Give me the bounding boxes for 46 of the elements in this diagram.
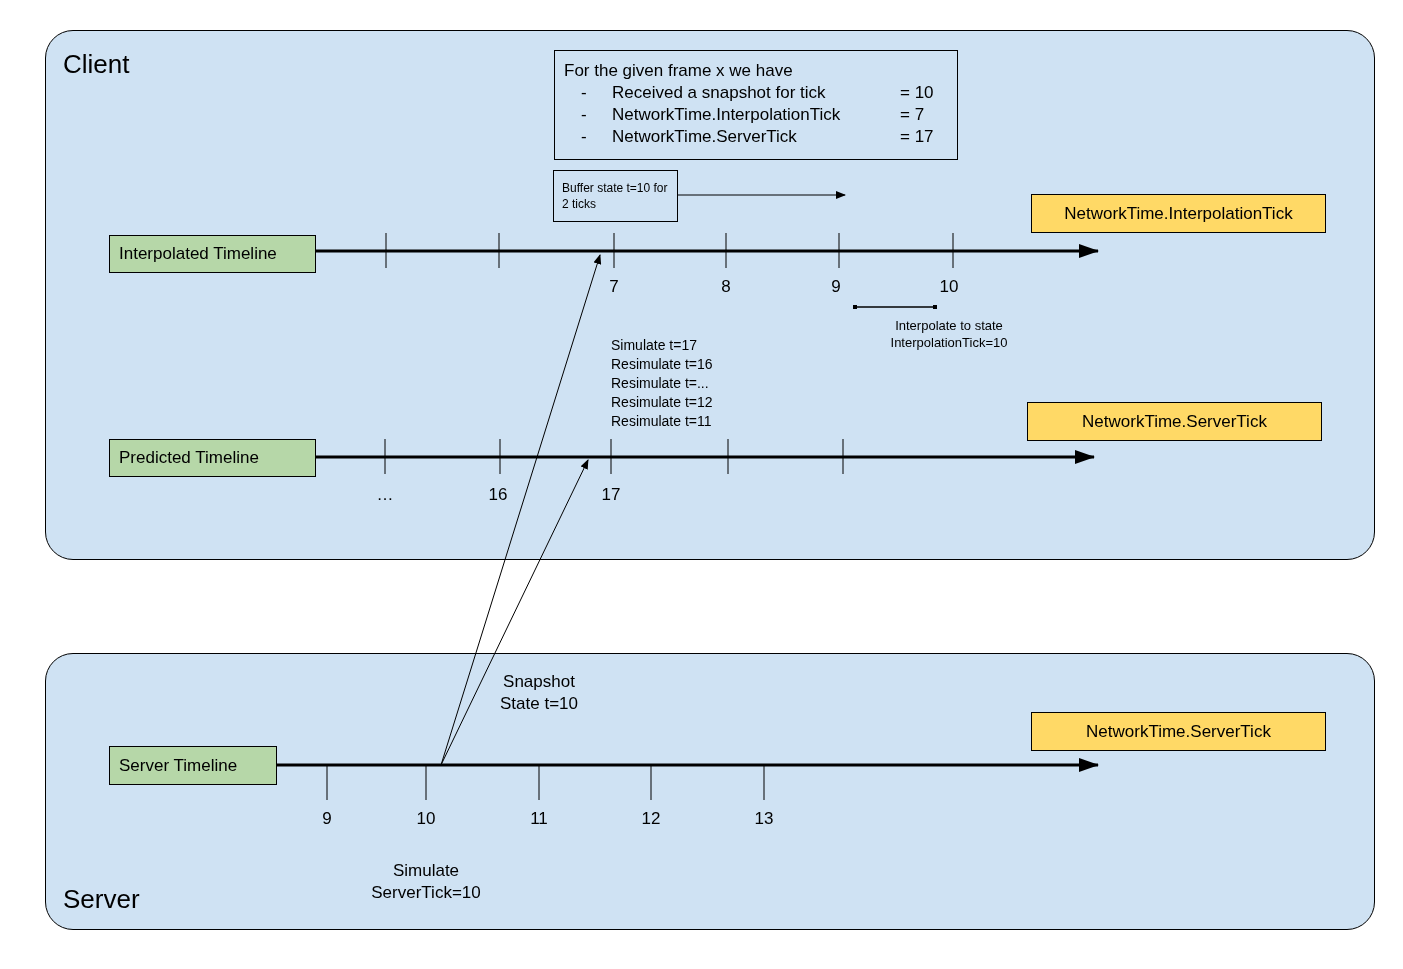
timeline-arrow [315, 244, 1099, 258]
tick-number: 11 [530, 808, 548, 830]
tick-number: 13 [754, 808, 774, 830]
note-text: Received a snapshot for tick [612, 83, 826, 103]
note-box: Buffer state t=10 for 2 ticks [553, 170, 678, 222]
timeline-label: Server Timeline [109, 746, 277, 785]
note-text: - [581, 83, 587, 103]
group-panel [45, 653, 1375, 930]
note-text: - [581, 127, 587, 147]
annotation-text: Simulate t=17 [611, 336, 697, 355]
tick-number: … [376, 484, 394, 506]
tick-number: 10 [939, 276, 959, 298]
annotation-text: Snapshot State t=10 [499, 671, 579, 716]
tick-number: 9 [831, 276, 841, 298]
annotation-text: Resimulate t=... [611, 374, 709, 393]
note-text: = 7 [900, 105, 925, 125]
tick-label-box: NetworkTime.ServerTick [1031, 712, 1326, 751]
note-text: NetworkTime.InterpolationTick [612, 105, 841, 125]
group-panel [45, 30, 1375, 560]
tick-number: 17 [601, 484, 621, 506]
tick-number: 12 [641, 808, 661, 830]
annotation-text: Simulate ServerTick=10 [370, 860, 482, 905]
note-text: For the given frame x we have [564, 61, 793, 81]
timeline-label: Predicted Timeline [109, 439, 316, 477]
tick-number: 9 [322, 808, 332, 830]
tick-number: 8 [721, 276, 731, 298]
note-text: = 10 [900, 83, 934, 103]
timeline-label: Interpolated Timeline [109, 235, 316, 273]
annotation-text: Resimulate t=16 [611, 355, 713, 374]
group-title: Client [63, 49, 130, 80]
note-text: NetworkTime.ServerTick [612, 127, 797, 147]
timeline-arrow [276, 758, 1099, 772]
note-text: - [581, 105, 587, 125]
tick-number: 16 [488, 484, 508, 506]
annotation-text: Resimulate t=12 [611, 393, 713, 412]
annotation-text: Resimulate t=11 [611, 412, 712, 431]
note-box [554, 50, 958, 160]
arrow [676, 191, 846, 199]
annotation-text: Interpolate to state InterpolationTick=10 [889, 318, 1009, 352]
tick-label-box: NetworkTime.InterpolationTick [1031, 194, 1326, 233]
tick-number: 10 [416, 808, 436, 830]
tick-number: 7 [609, 276, 619, 298]
group-title: Server [63, 884, 140, 915]
timeline-arrow [315, 450, 1095, 464]
note-text: = 17 [900, 127, 934, 147]
tick-label-box: NetworkTime.ServerTick [1027, 402, 1322, 441]
